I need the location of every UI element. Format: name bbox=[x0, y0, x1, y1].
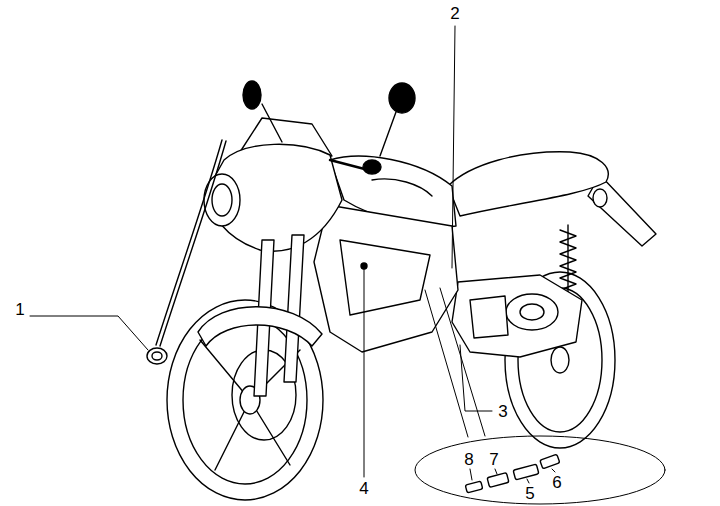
detail-ellipse bbox=[415, 436, 665, 504]
speedometer-cable bbox=[147, 140, 226, 364]
mirrors bbox=[243, 81, 415, 174]
front-wheel bbox=[167, 300, 323, 500]
engine bbox=[452, 275, 582, 357]
callout-number: 1 bbox=[14, 301, 25, 318]
callout-number: 5 bbox=[524, 485, 535, 502]
leader-lines bbox=[30, 26, 555, 483]
front-fender bbox=[198, 307, 322, 346]
small-parts bbox=[465, 454, 560, 493]
front-fairing bbox=[204, 118, 342, 251]
callout-number: 2 bbox=[449, 5, 460, 22]
callout-number: 8 bbox=[463, 451, 474, 468]
callout-number: 3 bbox=[497, 403, 508, 420]
callout-number: 6 bbox=[551, 474, 562, 491]
callout-number: 7 bbox=[488, 451, 499, 468]
callout-number: 4 bbox=[358, 480, 369, 497]
